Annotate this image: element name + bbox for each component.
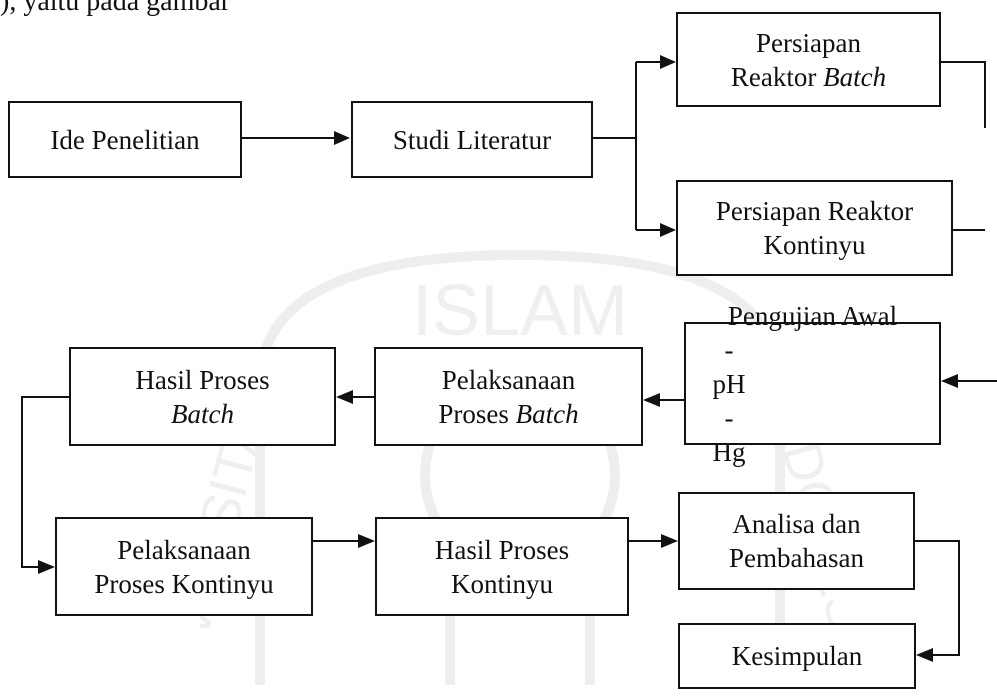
persiapan-kontinyu-line1: Persiapan Reaktor xyxy=(715,196,914,226)
pengujian-item-hg: - Hg xyxy=(706,401,752,469)
pengujian-item-ph: - pH xyxy=(706,333,752,401)
box-studi-literatur: Studi Literatur xyxy=(351,101,593,178)
arrowhead-pelaksanaan-kontinyu xyxy=(38,560,55,574)
pengujian-item-ph-label: pH xyxy=(712,368,746,399)
box-kesimpulan: Kesimpulan xyxy=(678,623,916,689)
pengujian-item-ph-dash: - xyxy=(724,334,734,365)
box-studi-literatur-label: Studi Literatur xyxy=(392,124,552,155)
box-ide-penelitian: Ide Penelitian xyxy=(8,101,242,178)
pelaksanaan-kontinyu-line2: Proses Kontinyu xyxy=(94,568,274,599)
hasil-batch-line1: Hasil Proses xyxy=(135,364,270,395)
persiapan-batch-line2-italic: Batch xyxy=(823,61,887,92)
arrowhead-hasil-kontinyu xyxy=(358,534,375,548)
pengujian-item-hg-dash: - xyxy=(724,402,734,433)
pengujian-item-hg-label: Hg xyxy=(712,436,746,467)
box-pelaksanaan-proses-kontinyu: Pelaksanaan Proses Kontinyu xyxy=(55,517,313,616)
box-persiapan-reaktor-kontinyu: Persiapan Reaktor Kontinyu xyxy=(676,180,953,276)
persiapan-batch-line2-text: Reaktor xyxy=(730,61,817,92)
pelaksanaan-batch-line1: Pelaksanaan xyxy=(441,364,576,395)
box-analisa-pembahasan: Analisa dan Pembahasan xyxy=(678,492,915,590)
connector-analisa-kesimpulan xyxy=(915,540,960,656)
arrowhead-ide-studi xyxy=(334,131,350,145)
arrowhead-analisa xyxy=(661,534,678,548)
hasil-kontinyu-line2: Kontinyu xyxy=(450,568,553,599)
pelaksanaan-batch-line2-italic: Batch xyxy=(515,398,579,429)
box-hasil-proses-batch: Hasil Proses Batch xyxy=(69,347,336,446)
box-hasil-proses-kontinyu: Hasil Proses Kontinyu xyxy=(375,517,629,616)
hasil-batch-line2-italic: Batch xyxy=(171,398,234,429)
arrowhead-persiapan-kontinyu xyxy=(660,223,676,237)
box-ide-penelitian-label: Ide Penelitian xyxy=(50,124,200,155)
kesimpulan-label: Kesimpulan xyxy=(731,641,863,671)
connector-persiapan-batch-out xyxy=(941,61,986,128)
connector-hasil-batch-pelaksanaan-kontinyu xyxy=(21,396,69,568)
arrowhead-kesimpulan xyxy=(916,648,933,662)
pengujian-awal-title: Pengujian Awal xyxy=(727,300,898,331)
analisa-line1: Analisa dan xyxy=(732,509,861,539)
arrowhead-persiapan-batch xyxy=(660,55,676,69)
box-pengujian-awal: Pengujian Awal - pH - Hg xyxy=(684,301,941,467)
persiapan-batch-line1: Persiapan xyxy=(756,27,861,58)
arrowhead-pelaksanaan-batch xyxy=(643,393,660,407)
analisa-line2: Pembahasan xyxy=(729,543,864,573)
box-persiapan-reaktor-batch: Persiapan Reaktor Batch xyxy=(676,12,941,107)
pelaksanaan-kontinyu-line1: Pelaksanaan xyxy=(117,534,251,565)
hasil-kontinyu-line1: Hasil Proses xyxy=(434,534,570,565)
arrowhead-hasil-batch xyxy=(336,390,353,404)
persiapan-batch-line2: Reaktor Batch xyxy=(731,60,886,94)
arrowhead-pengujian xyxy=(941,374,958,388)
persiapan-kontinyu-line2: Kontinyu xyxy=(763,230,866,260)
intro-text: ), yaitu pada gambar xyxy=(0,0,231,17)
pelaksanaan-batch-line2-text: Proses xyxy=(438,398,509,429)
pelaksanaan-batch-line2: Proses Batch xyxy=(438,397,578,431)
box-pelaksanaan-proses-batch: Pelaksanaan Proses Batch xyxy=(374,347,643,446)
